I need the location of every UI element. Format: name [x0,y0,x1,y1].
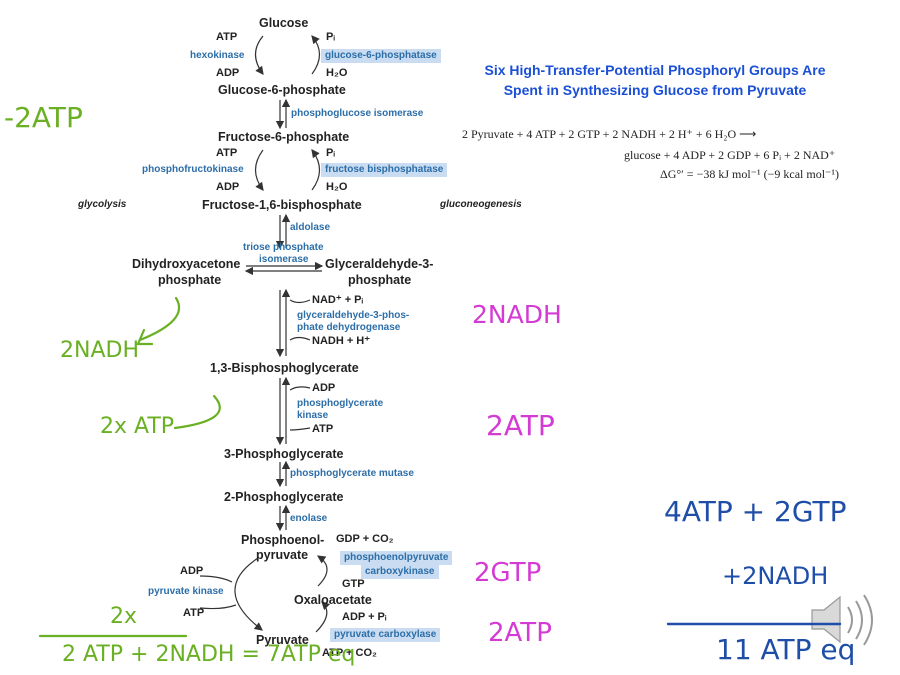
equation-delta-g: ΔG°′ = −38 kJ mol⁻¹ (−9 kcal mol⁻¹) [660,167,839,181]
h2o-g6pase: H₂O [326,67,348,79]
oxaloacetate-label: Oxaloacetate [294,593,372,607]
hw-2x-atp: 2x ATP [100,414,175,439]
gapdh-label-2: phate dehydrogenase [297,322,401,333]
triose-phosphate-isomerase-label-1: triose phosphate [243,242,324,253]
pi-g6pase: Pᵢ [326,31,335,43]
adp-hexokinase: ADP [216,67,240,79]
hw-4atp-2gtp: 4ATP + 2GTP [664,495,847,528]
equation-line-1: 2 Pyruvate + 4 ATP + 2 GTP + 2 NADH + 2 … [462,127,757,141]
pepck-label-2: carboxykinase [361,565,439,579]
pep-label-2: pyruvate [256,548,309,562]
phosphoglycerate-mutase-label: phosphoglycerate mutase [290,468,414,479]
glucose-6-phosphate-label: Glucose-6-phosphate [218,83,346,97]
g3p-label-2: phosphate [348,273,412,287]
dhap-label-1: Dihydroxyacetone [132,257,241,271]
hw-minus-2atp: -2ATP [4,101,83,134]
pyruvate-kinase-label: pyruvate kinase [148,586,224,597]
speaker-icon[interactable] [811,594,873,646]
adp-pfk: ADP [216,181,240,193]
triose-phosphate-isomerase-label-2: isomerase [259,254,309,265]
pyruvate-label: Pyruvate [256,633,309,647]
adp-pi-pc: ADP + Pᵢ [342,611,387,623]
hw-2nadh-right: 2NADH [472,300,562,329]
atp-co2-pc: ATP + CO₂ [322,647,377,659]
hexokinase-label: hexokinase [190,50,245,61]
aldolase-label: aldolase [290,222,331,233]
adp-pgk: ADP [312,382,336,394]
hw-2gtp: 2GTP [474,558,542,588]
bisphosphoglycerate-label: 1,3-Bisphosphoglycerate [210,361,359,375]
glycolysis-label: glycolysis [78,199,127,210]
pi-fbpase: Pᵢ [326,147,335,159]
enolase-label: enolase [290,513,328,524]
gtp-pepck: GTP [342,578,365,590]
hw-2nadh-left: 2NADH [60,338,139,363]
fructose-bisphosphate-label: Fructose-1,6-bisphosphate [202,198,362,212]
2-phosphoglycerate-label: 2-Phosphoglycerate [224,490,344,504]
nadh-plus-h: NADH + H⁺ [312,335,371,347]
pepck-label-1: phosphoenolpyruvate [340,551,453,565]
dhap-label-2: phosphate [158,273,222,287]
atp-pgk: ATP [312,423,334,435]
fructose-6-phosphate-label: Fructose-6-phosphate [218,130,350,144]
glucose-6-phosphatase-label: glucose-6-phosphatase [321,49,441,63]
gapdh-label-1: glyceraldehyde-3-phos- [297,310,410,321]
pyruvate-carboxylase-label: pyruvate carboxylase [330,628,441,642]
3-phosphoglycerate-label: 3-Phosphoglycerate [224,447,344,461]
nad-plus-pi: NAD⁺ + Pᵢ [312,294,364,306]
phosphoglycerate-kinase-label-2: kinase [297,410,329,421]
atp-pk: ATP [183,607,205,619]
hw-2atp-bottom: 2ATP [488,618,552,648]
equation-line-2: glucose + 4 ADP + 2 GDP + 6 Pᵢ + 2 NAD⁺ [624,148,836,162]
hw-11-atp-eq: 11 ATP eq [716,633,856,666]
atp-hexokinase: ATP [216,31,238,43]
gluconeogenesis-label: gluconeogenesis [440,199,522,210]
h2o-fbpase: H₂O [326,181,348,193]
phosphoglycerate-kinase-label-1: phosphoglycerate [297,398,384,409]
adp-pk: ADP [180,565,204,577]
hw-2atp-right: 2ATP [486,409,555,442]
hw-plus-2nadh: +2NADH [722,562,829,590]
fructose-bisphosphatase-label: fructose bisphosphatase [321,163,448,177]
gdp-co2: GDP + CO₂ [336,533,394,545]
hw-bottom-sum: 2 ATP + 2NADH = 7ATP eq [62,642,356,667]
phosphofructokinase-label: phosphofructokinase [142,164,244,175]
glucose-label: Glucose [259,16,309,30]
g3p-label-1: Glyceraldehyde-3- [325,257,434,271]
hw-2x: 2x [110,604,138,629]
slide-title: Six High-Transfer-Potential Phosphoryl G… [484,62,826,99]
pep-label-1: Phosphoenol- [241,533,325,547]
atp-pfk: ATP [216,147,238,159]
phosphoglucose-isomerase-label: phosphoglucose isomerase [291,108,424,119]
